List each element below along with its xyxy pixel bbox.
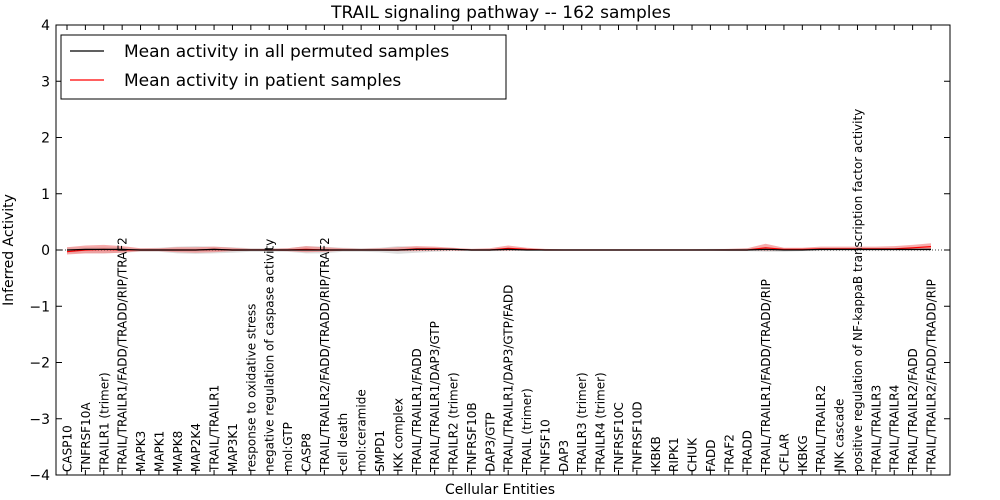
x-tick-label: TRAIL/TRAILR1/DAP3/GTP: [428, 321, 442, 473]
x-tick-label: CASP8: [299, 433, 313, 472]
x-tick-label: TRAIL/TRAILR2/FADD/TRADD/RIP: [925, 279, 939, 473]
x-tick-label: mol:ceramide: [355, 389, 369, 472]
y-tick-label: 1: [41, 187, 50, 203]
x-tick-label: MAPK3: [134, 431, 148, 472]
x-tick-label: mol:GTP: [281, 422, 295, 472]
x-tick-label: TRAIL/TRAILR2/FADD: [906, 348, 920, 473]
legend-label-patient: Mean activity in patient samples: [124, 71, 401, 91]
x-tick-label: TRAIL/TRAILR2: [814, 385, 828, 473]
x-tick-label: cell death: [336, 413, 350, 472]
x-tick-label: SMPD1: [373, 430, 387, 472]
x-tick-label: TRAIL/TRAILR1/DAP3/GTP/FADD: [502, 285, 516, 473]
x-tick-label: IKK complex: [391, 398, 405, 472]
y-tick-label: −2: [29, 356, 50, 372]
x-tick-label: TRAIL/TRAILR4: [888, 385, 902, 473]
y-tick-label: −1: [29, 299, 50, 315]
x-tick-label: DAP3/GTP: [483, 412, 497, 472]
x-tick-label: positive regulation of NF-kappaB transcr…: [851, 109, 865, 472]
x-tick-label: MAP3K1: [226, 423, 240, 472]
x-tick-label: TRAILR4 (trimer): [594, 372, 608, 473]
x-tick-label: TRAILR2 (trimer): [447, 372, 461, 473]
x-tick-label: MAPK8: [171, 431, 185, 472]
x-tick-label: TRAIL/TRAILR1/FADD/TRADD/RIP: [759, 279, 773, 473]
x-tick-label: MAPK1: [152, 431, 166, 472]
y-tick-label: 0: [41, 243, 50, 259]
x-tick-label: CASP10: [61, 425, 75, 472]
x-tick-label: TNFRSF10B: [465, 402, 479, 473]
x-axis-label: Cellular Entities: [445, 482, 555, 498]
plot-area-frame: [55, 24, 951, 476]
x-tick-label: FADD: [704, 440, 718, 473]
x-tick-label: TRAILR3 (trimer): [575, 372, 589, 473]
series-line-0: [66, 248, 931, 251]
y-tick-label: −3: [29, 412, 50, 428]
x-tick-label: TRAIL/TRAILR3: [869, 385, 883, 473]
legend-box: [60, 34, 507, 100]
x-tick-label: TRAIL (trimer): [520, 388, 534, 473]
x-tick-label: DAP3: [557, 440, 571, 472]
y-tick-label: 4: [41, 18, 50, 34]
x-tick-label: TNFRSF10C: [612, 402, 626, 473]
legend-label-permuted: Mean activity in all permuted samples: [124, 42, 449, 62]
x-tick-label: TRAIL/TRAILR1: [208, 385, 222, 473]
x-tick-label: IKBKB: [649, 436, 663, 472]
x-tick-label: JNK cascade: [833, 399, 847, 473]
y-tick-label: 2: [41, 131, 50, 147]
x-tick-label: CFLAR: [777, 433, 791, 472]
x-tick-label: negative regulation of caspase activity: [263, 239, 277, 472]
y-axis-label: Inferred Activity: [1, 194, 17, 306]
x-tick-label: TRAILR1 (trimer): [97, 372, 111, 473]
x-tick-label: TNFSF10: [538, 419, 552, 473]
x-tick-label: MAP2K4: [189, 423, 203, 472]
x-tick-label: response to oxidative stress: [244, 304, 258, 472]
x-tick-label: TNFRSF10A: [79, 402, 93, 473]
x-tick-label: TRAIL/TRAILR1/FADD: [410, 348, 424, 473]
y-tick-label: −4: [29, 468, 50, 484]
legend: Mean activity in all permuted samples Me…: [60, 34, 507, 100]
x-tick-label: TNFRSF10D: [630, 401, 644, 473]
y-tick-label: 3: [41, 74, 50, 90]
x-tick-label: TRAIL/TRAILR1/FADD/TRADD/RIP/TRAF2: [116, 237, 130, 473]
x-tick-label: TRAIL/TRAILR2/FADD/TRADD/RIP/TRAF2: [318, 237, 332, 473]
chart-title: TRAIL signaling pathway -- 162 samples: [330, 3, 671, 23]
x-tick-label: CHUK: [686, 437, 700, 472]
x-tick-label: RIPK1: [667, 437, 681, 472]
x-tick-label: TRAF2: [722, 434, 736, 473]
x-tick-label: IKBKG: [796, 435, 810, 472]
x-tick-label: TRADD: [741, 430, 755, 473]
